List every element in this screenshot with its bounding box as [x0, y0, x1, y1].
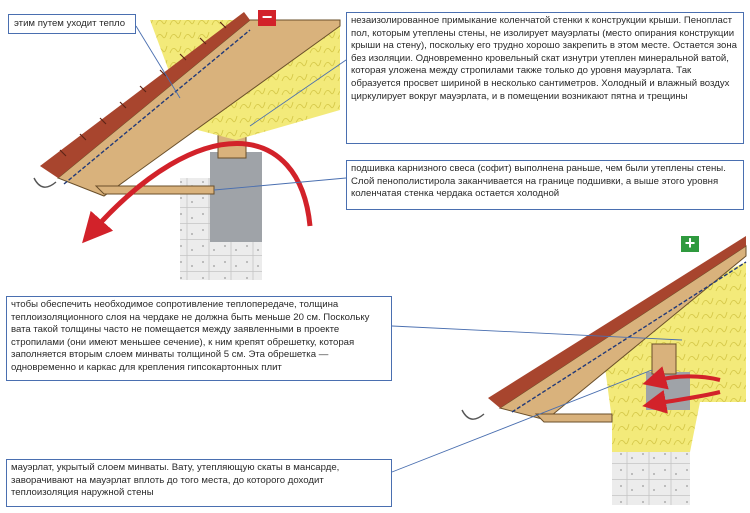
top-membrane-line — [63, 29, 251, 185]
top-soffit — [94, 185, 215, 195]
top-leader-2 — [249, 59, 347, 127]
bottom-heat-arrow-2 — [642, 390, 721, 414]
top-gutter — [33, 177, 57, 188]
bottom-mauerlat — [651, 343, 677, 375]
top-leader-1 — [135, 25, 181, 99]
heat-path-label: этим путем уходит тепло — [8, 14, 136, 34]
bottom-leader-1 — [391, 325, 683, 341]
top-leader-3 — [213, 177, 347, 191]
bottom-soffit — [534, 413, 613, 423]
bottom-heat-arrow — [642, 366, 721, 390]
problem-callout: незаизолированное примыкание коленчатой … — [346, 12, 744, 144]
soffit-callout: подшивка карнизного свеса (софит) выполн… — [346, 160, 744, 210]
mauerlat-callout: мауэрлат, укрытый слоем минваты. Вату, у… — [6, 459, 392, 507]
bottom-roof-tiles — [488, 236, 746, 408]
bottom-leader-2 — [391, 369, 653, 473]
good-example-badge: + — [681, 234, 699, 252]
top-tile-lines — [59, 21, 227, 157]
top-detail — [33, 12, 347, 280]
top-polystyrene — [210, 152, 262, 242]
top-roof-tiles — [40, 12, 250, 178]
insulation-callout: чтобы обеспечить необходимое сопротивлен… — [6, 296, 392, 381]
top-heat-arrow — [82, 141, 313, 244]
bottom-detail — [391, 236, 747, 505]
bad-example-badge: − — [258, 8, 276, 26]
bottom-gutter — [461, 409, 485, 420]
